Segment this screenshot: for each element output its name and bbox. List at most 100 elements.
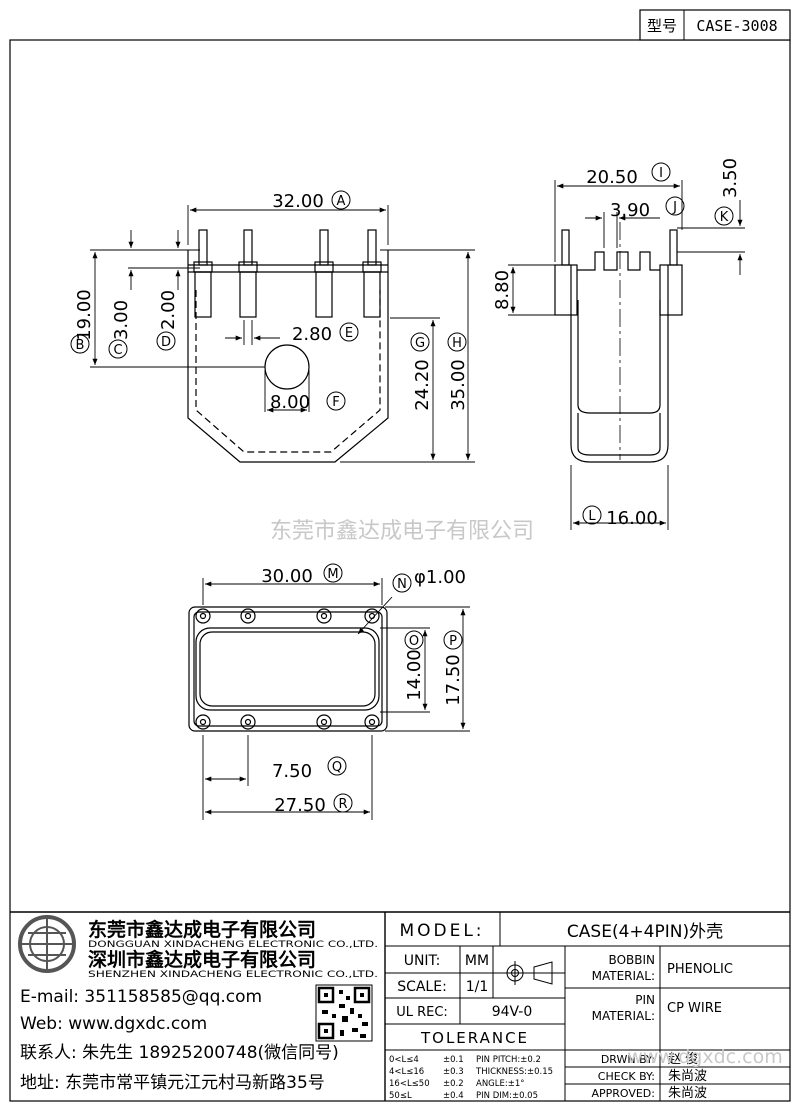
marker-i: I <box>659 166 663 181</box>
marker-o: O <box>409 634 419 649</box>
marker-l: L <box>588 509 596 524</box>
dim-o-value: 14.00 <box>404 649 425 701</box>
marker-b: B <box>76 338 85 353</box>
tol-item-4: PIN DIM:±0.05 <box>476 1091 538 1101</box>
bobbin-label-2: MATERIAL: <box>592 969 655 983</box>
qr-code <box>315 984 373 1042</box>
dimension-letter-markers: A B C D E F G H I J K L M N O P Q R <box>70 162 734 813</box>
side-view <box>554 222 683 463</box>
sheet-border <box>9 39 791 1102</box>
title-block <box>10 911 790 1101</box>
model-value: CASE(4+4PIN)外壳 <box>567 922 723 942</box>
company-en-dg: DONGGUAN XINDACHENG ELECTRONIC CO.,LTD. <box>88 940 378 950</box>
company-web: Web: www.dgxdc.com <box>20 1014 207 1034</box>
dim-n-value: φ1.00 <box>414 567 466 588</box>
tol-value-4: ±0.4 <box>443 1091 464 1101</box>
model-tag-label: 型号 <box>647 17 677 35</box>
dim-e-value: 2.80 <box>292 324 332 345</box>
tolerance-table: 0<L≤4 ±0.1 PIN PITCH:±0.2 4<L≤16 ±0.3 TH… <box>389 1055 553 1101</box>
tol-value-2: ±0.3 <box>443 1067 464 1077</box>
dim-q-value: 7.50 <box>272 761 312 782</box>
dim-d-value: 2.00 <box>158 290 179 330</box>
approved-value: 朱尚波 <box>668 1086 707 1101</box>
model-tag: 型号 CASE-3008 <box>639 9 791 41</box>
tol-range-4: 50≤L <box>389 1091 412 1101</box>
tol-item-2: THICKNESS:±0.15 <box>475 1067 553 1077</box>
approved-row: APPROVED: 朱尚波 <box>591 1086 707 1101</box>
tol-range-2: 4<L≤16 <box>389 1067 424 1077</box>
watermark-text: 东莞市鑫达成电子有限公司 <box>270 519 534 544</box>
dim-r-value: 27.50 <box>274 795 326 816</box>
marker-e: E <box>345 326 353 341</box>
dim-c-value: 3.00 <box>111 300 132 340</box>
dim-b-value: 19.00 <box>74 289 95 341</box>
company-contact: 联系人: 朱先生 18925200748(微信同号) <box>20 1043 339 1063</box>
marker-a: A <box>337 194 346 209</box>
marker-m: M <box>327 567 338 582</box>
title-block-text: MODEL: CASE(4+4PIN)外壳 UNIT: MM SCALE: 1/… <box>396 921 733 1084</box>
marker-q: Q <box>332 760 342 775</box>
marker-j: J <box>672 200 677 215</box>
company-address: 地址: 东莞市常平镇元江元村马新路35号 <box>20 1073 325 1093</box>
side-dimensions <box>508 180 745 530</box>
marker-k: K <box>720 210 729 225</box>
approved-label: APPROVED: <box>591 1087 655 1100</box>
dim-a-value: 32.00 <box>272 191 324 212</box>
marker-n: N <box>397 577 407 592</box>
tol-range-1: 0<L≤4 <box>389 1055 419 1065</box>
bobbin-value: PHENOLIC <box>667 962 733 977</box>
bobbin-label-1: BOBBIN <box>609 953 655 967</box>
company-name-dg: 东莞市鑫达成电子有限公司 <box>88 918 316 941</box>
marker-c: C <box>113 343 122 358</box>
unit-label: UNIT: <box>404 953 441 969</box>
marker-f: F <box>332 395 339 410</box>
tol-range-3: 16<L≤50 <box>389 1079 430 1089</box>
drwn-label: DRWN BY: <box>601 1053 655 1066</box>
marker-d: D <box>161 335 171 350</box>
bottom-dimensions <box>202 578 470 820</box>
company-info: 东莞市鑫达成电子有限公司 DONGGUAN XINDACHENG ELECTRO… <box>20 918 378 1093</box>
dim-m-value: 30.00 <box>261 566 313 587</box>
pin-label-2: MATERIAL: <box>592 1009 655 1023</box>
dim-side-height-value: 8.80 <box>492 270 513 310</box>
tolerance-label: TOLERANCE <box>420 1029 529 1047</box>
marker-p: P <box>449 634 457 649</box>
dim-l-value: 16.00 <box>606 508 658 529</box>
drwn-value: 赵 俊 <box>668 1052 698 1067</box>
tol-value-1: ±0.1 <box>443 1055 464 1065</box>
marker-r: R <box>338 797 347 812</box>
company-email: E-mail: 351158585@qq.com <box>20 987 262 1007</box>
model-tag-value: CASE-3008 <box>696 17 777 35</box>
company-name-sz: 深圳市鑫达成电子有限公司 <box>88 948 316 971</box>
front-dimensions <box>90 205 475 463</box>
scale-value: 1/1 <box>466 979 489 995</box>
tol-item-3: ANGLE:±1° <box>476 1079 525 1089</box>
company-en-sz: SHENZHEN XINDACHENG ELECTRONIC CO.,LTD. <box>88 970 378 980</box>
dim-k-value: 3.50 <box>720 158 741 198</box>
dim-f-value: 8.00 <box>270 392 310 413</box>
marker-g: G <box>415 336 425 351</box>
dim-j-value: 3.90 <box>610 200 650 221</box>
pin-label-1: PIN <box>635 993 655 1007</box>
front-view <box>187 229 389 463</box>
marker-h: H <box>452 336 462 351</box>
dim-i-value: 20.50 <box>586 167 638 188</box>
ulrec-label: UL REC: <box>396 1005 448 1020</box>
dim-g-value: 24.20 <box>412 359 433 411</box>
bottom-view <box>188 606 388 732</box>
unit-value: MM <box>465 953 489 969</box>
watermark-url: www.dgxdc.com <box>627 1046 782 1068</box>
check-value: 朱尚波 <box>668 1069 707 1084</box>
dim-p-value: 17.50 <box>443 654 464 706</box>
model-label: MODEL: <box>399 921 484 941</box>
tol-item-1: PIN PITCH:±0.2 <box>476 1055 541 1065</box>
company-logo <box>18 915 76 973</box>
ulrec-value: 94V-0 <box>492 1004 533 1020</box>
scale-label: SCALE: <box>397 979 447 995</box>
check-label: CHECK BY: <box>598 1070 655 1083</box>
tol-value-3: ±0.2 <box>443 1079 464 1089</box>
pin-value: CP WIRE <box>667 1001 722 1016</box>
dim-h-value: 35.00 <box>448 359 469 411</box>
dimension-labels: 32.00 19.00 3.00 2.00 2.80 8.00 24.20 35… <box>74 158 741 816</box>
